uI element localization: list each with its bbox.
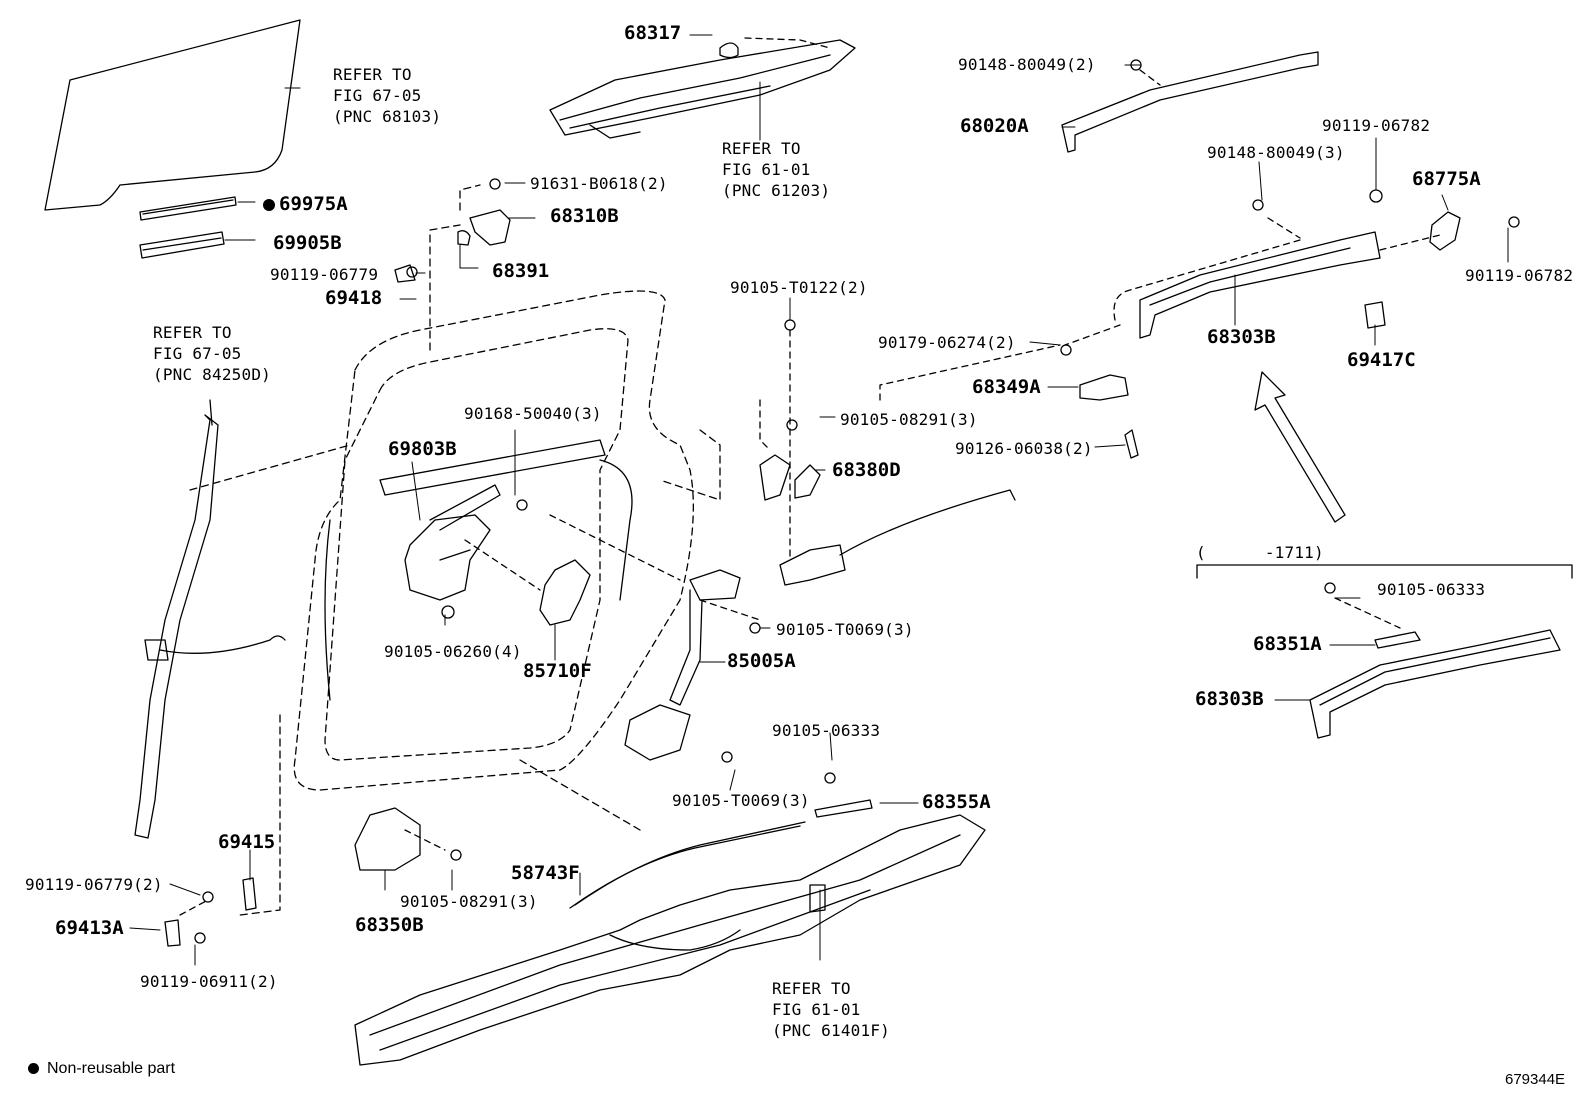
bracket-68349A [1079,374,1139,459]
variant-range-label: ( -1711) [1196,543,1324,562]
part-label: 90119-06911(2) [140,972,278,991]
upper-rail-68020A [1061,51,1319,153]
part-label: 69905B [273,232,342,254]
part-label: 69415 [218,831,276,853]
part-label: 90105-08291(3) [840,410,978,429]
part-label: 90105-T0122(2) [730,278,868,297]
door-frame [189,184,721,916]
part-label: 90105-08291(3) [400,892,538,911]
part-label: 90105-06333 [1377,580,1486,599]
part-label: 68303B [1207,326,1276,348]
part-label-non-reusable: 69975A [263,195,348,214]
part-label: 85005A [727,650,796,672]
part-label: 90148-80049(2) [958,55,1096,74]
window-channel [134,399,286,839]
part-label: 58743F [511,862,580,884]
part-label: 68355A [922,791,991,813]
part-label: 90105-06260(4) [384,642,522,661]
legend-text: Non-reusable part [47,1060,176,1077]
part-label: 68351A [1253,633,1322,655]
legend: Non-reusable part [28,1060,175,1078]
part-label: 69417C [1347,349,1416,371]
part-label: 68380D [832,459,901,481]
part-label: 68317 [624,22,682,44]
roof-rail [549,37,856,139]
part-label: 68020A [960,115,1029,137]
part-label: 90105-T0069(3) [776,620,914,639]
leader-lines [129,34,1509,966]
part-label: 90148-80049(3) [1207,143,1345,162]
door-inner-panel [324,439,633,701]
part-label: 91631-B0618(2) [530,174,668,193]
part-label: 90105-06333 [772,721,881,740]
part-label: 68349A [972,376,1041,398]
ref-note-channel: REFER TO FIG 67-05 (PNC 84250D) [153,323,271,384]
non-reusable-dot-icon [263,199,275,211]
ref-note-roof: REFER TO FIG 61-01 (PNC 61203) [722,139,831,200]
fasteners [194,59,1520,944]
part-label: 69413A [55,917,124,939]
part-label: 68310B [550,205,619,227]
figure-id: 679344E [1505,1071,1566,1088]
stopper-69417C [1364,301,1386,329]
upper-rail-68303B [1064,217,1441,346]
part-label: 85710F [523,660,592,682]
lock-assembly [549,329,1061,761]
part-label-text: 69975A [279,193,348,215]
part-label: 90119-06779(2) [25,875,163,894]
hinge-69413A [164,877,257,947]
part-label: 90179-06274(2) [878,333,1016,352]
part-label: 68391 [492,260,550,282]
part-label: 90105-T0069(3) [672,791,810,810]
ref-note-floor: REFER TO FIG 61-01 (PNC 61401F) [772,979,890,1040]
window-regulator [404,484,501,601]
part-label: 90119-06782 [1322,116,1431,135]
part-label: 69418 [325,287,383,309]
motor-85710F [464,539,591,626]
part-label: 69803B [388,438,457,460]
part-label: 90119-06782 [1465,266,1574,285]
part-label: 68303B [1195,688,1264,710]
window-glass [44,19,301,211]
glass-run-strips [139,196,237,259]
variant-bracket [1196,564,1573,579]
non-reusable-dot-icon [28,1063,39,1074]
direction-arrow [1254,371,1346,523]
part-label: 68350B [355,914,424,936]
part-label: 68775A [1412,168,1481,190]
part-label: 90168-50040(3) [464,404,602,423]
cable-58743F [569,821,806,909]
hinge-bracket-68310B [394,209,511,283]
lower-rail [354,814,986,1066]
part-label: 90119-06779 [270,265,379,284]
link-68355A [814,799,873,818]
hinge-68350B [354,807,446,871]
bracket-68775A [1429,211,1461,251]
ref-note-glass: REFER TO FIG 67-05 (PNC 68103) [333,65,442,126]
rail-68303B-bottom [1309,597,1561,739]
part-label: 90126-06038(2) [955,439,1093,458]
